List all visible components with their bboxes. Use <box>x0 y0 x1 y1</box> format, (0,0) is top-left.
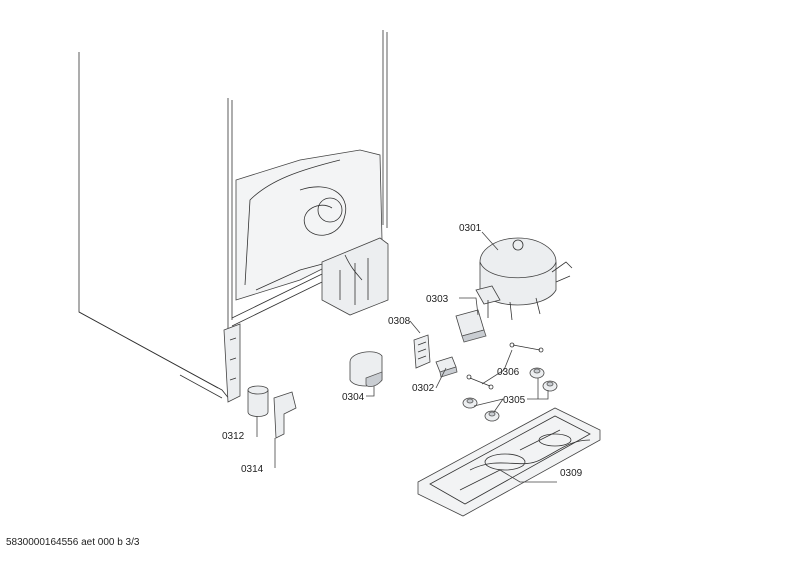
label-0312: 0312 <box>222 431 245 442</box>
label-0306: 0306 <box>497 367 520 378</box>
label-0309: 0309 <box>560 468 583 479</box>
connector-part[interactable] <box>413 334 431 369</box>
relay-part[interactable] <box>455 309 487 343</box>
bracket-part[interactable] <box>273 391 297 439</box>
label-0303: 0303 <box>426 294 449 305</box>
base-plate-part[interactable] <box>417 407 601 517</box>
label-0308: 0308 <box>388 316 411 327</box>
label-0304: 0304 <box>342 392 365 403</box>
leader-lines <box>256 231 557 483</box>
label-0314: 0314 <box>241 464 264 475</box>
label-0301: 0301 <box>459 223 482 234</box>
grommet-parts[interactable] <box>462 367 558 422</box>
capacitor-part[interactable] <box>247 385 269 417</box>
cover-cap-part[interactable] <box>349 351 383 388</box>
wire-part[interactable] <box>466 342 544 390</box>
document-footer-code: 5830000164556 aet 000 b 3/3 <box>6 537 140 548</box>
clip-part[interactable] <box>435 356 458 378</box>
compressor-part[interactable] <box>475 237 573 321</box>
cabinet-body <box>78 30 389 403</box>
label-0305: 0305 <box>503 395 526 406</box>
label-0302: 0302 <box>412 383 435 394</box>
